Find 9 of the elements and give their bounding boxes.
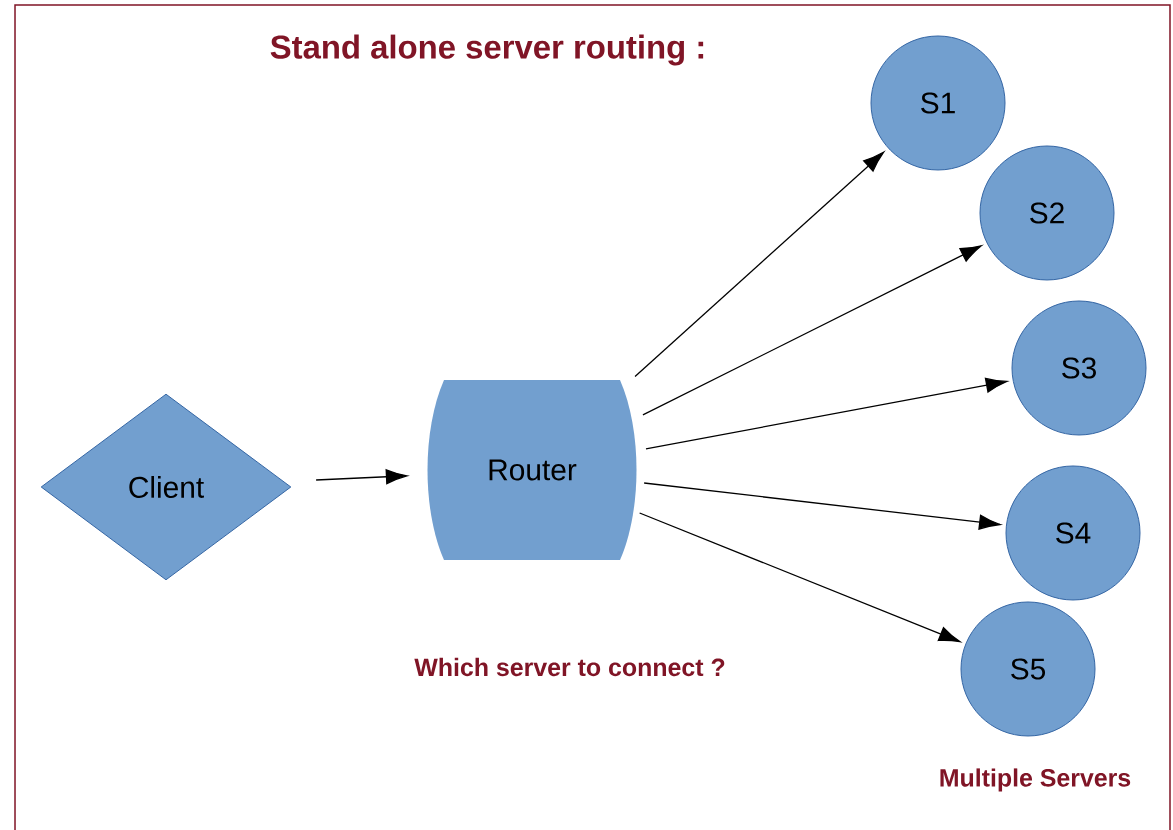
arrow: [639, 512, 961, 643]
arrow: [634, 151, 885, 378]
arrow: [643, 482, 1001, 530]
arrow: [642, 245, 982, 416]
note: Multiple Servers: [940, 768, 1131, 792]
note: Which server to connect ?: [414, 657, 725, 677]
title: Stand alone server routing :: [270, 34, 704, 66]
arrow: [645, 377, 1008, 450]
arrow: [315, 469, 408, 485]
